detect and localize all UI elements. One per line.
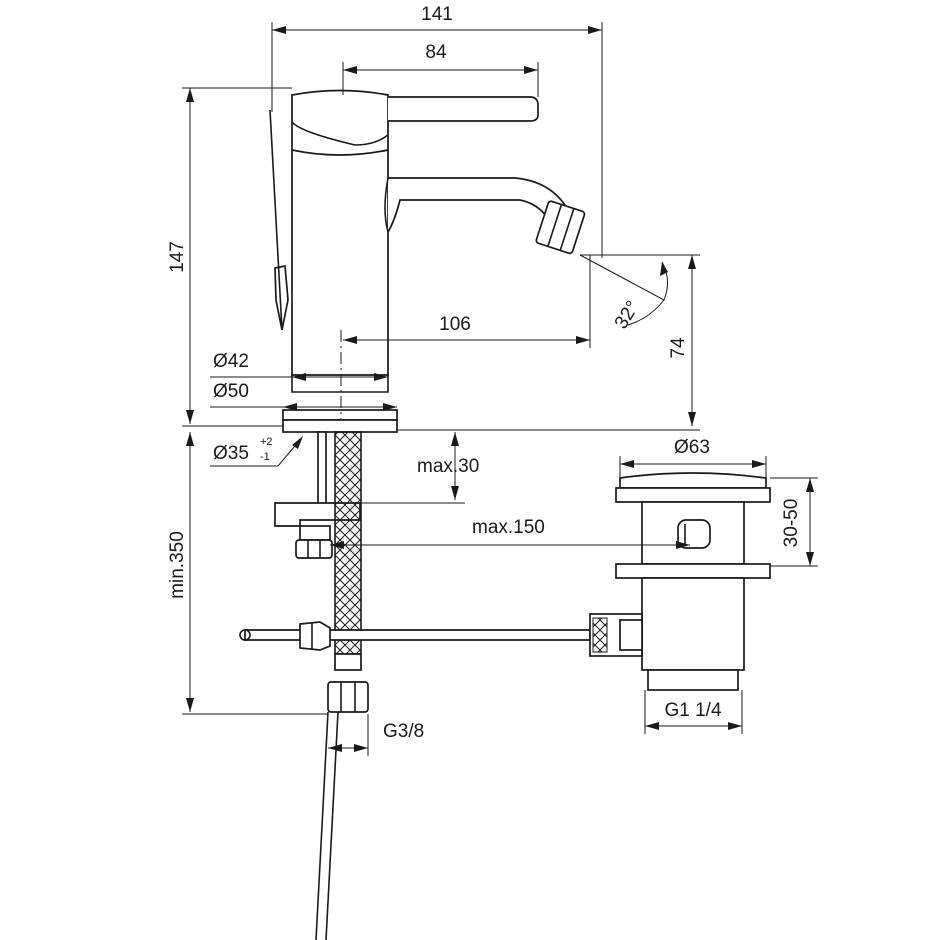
dim-width-total: 141: [421, 4, 453, 25]
dim-waste-range: 30-50: [781, 499, 802, 548]
dim-diameter-base: Ø50: [213, 381, 249, 402]
dim-hose-thread: G3/8: [383, 721, 424, 742]
pop-up-waste: [589, 472, 771, 691]
dim-diameter-body: Ø42: [213, 351, 249, 372]
dim-waste-thread: G1 1/4: [664, 700, 721, 721]
dim-spout-angle: 32°: [611, 297, 644, 332]
dim-lever-width: 84: [425, 42, 447, 63]
dim-rod-distance: max.150: [472, 517, 545, 538]
dim-deck-thickness: max.30: [417, 456, 479, 477]
dimension-labels: 141 84 147 106 Ø42 Ø50 Ø35 +2 -1 32° 74 …: [167, 4, 802, 742]
under-deck-fixings: [239, 431, 591, 940]
dim-height-total: 147: [167, 241, 188, 273]
mixer-body: [269, 89, 586, 433]
dim-hole-tolerance-plus: +2: [260, 436, 273, 448]
dim-spout-height: 74: [668, 337, 689, 359]
dimension-lines: [182, 22, 818, 756]
overflow-slot: [677, 519, 711, 549]
dim-spout-reach: 106: [439, 314, 471, 335]
dim-diameter-hole: Ø35: [213, 443, 249, 464]
dim-hose-length: min.350: [167, 531, 188, 599]
dim-diameter-waste: Ø63: [674, 437, 710, 458]
dim-hole-tolerance-minus: -1: [260, 451, 270, 463]
